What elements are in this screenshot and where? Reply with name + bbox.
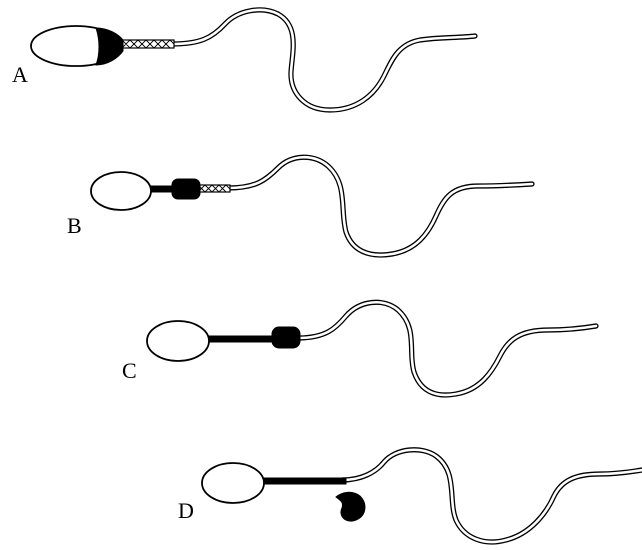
stage-label-a: A [12,62,28,87]
sperm-stage-d: D [178,447,642,545]
sperm-b-head [90,171,152,211]
sperm-a-acrosome-cap [95,27,124,66]
sperm-stage-a: A [12,7,478,113]
stage-label-d: D [178,498,194,523]
sperm-stage-c: C [122,299,599,398]
sperm-d-head [201,462,265,504]
stage-label-b: B [67,213,82,238]
sperm-b-collar [171,178,201,200]
sperm-c-collar [271,326,301,349]
sperm-a-tail [169,7,478,113]
sperm-a-midpiece [121,39,175,49]
sperm-c-tail [295,299,599,398]
sperm-d-neck-bar [261,477,347,485]
sperm-b-tail [225,154,535,258]
sperm-b-midpiece [197,184,231,193]
sperm-c-head [146,320,210,362]
stage-label-c: C [122,358,137,383]
sperm-c-neck-bar [203,335,279,343]
sperm-d-cytoplasmic-droplet [335,491,366,522]
sperm-stage-b: B [67,154,535,258]
sperm-d-tail [339,447,642,545]
